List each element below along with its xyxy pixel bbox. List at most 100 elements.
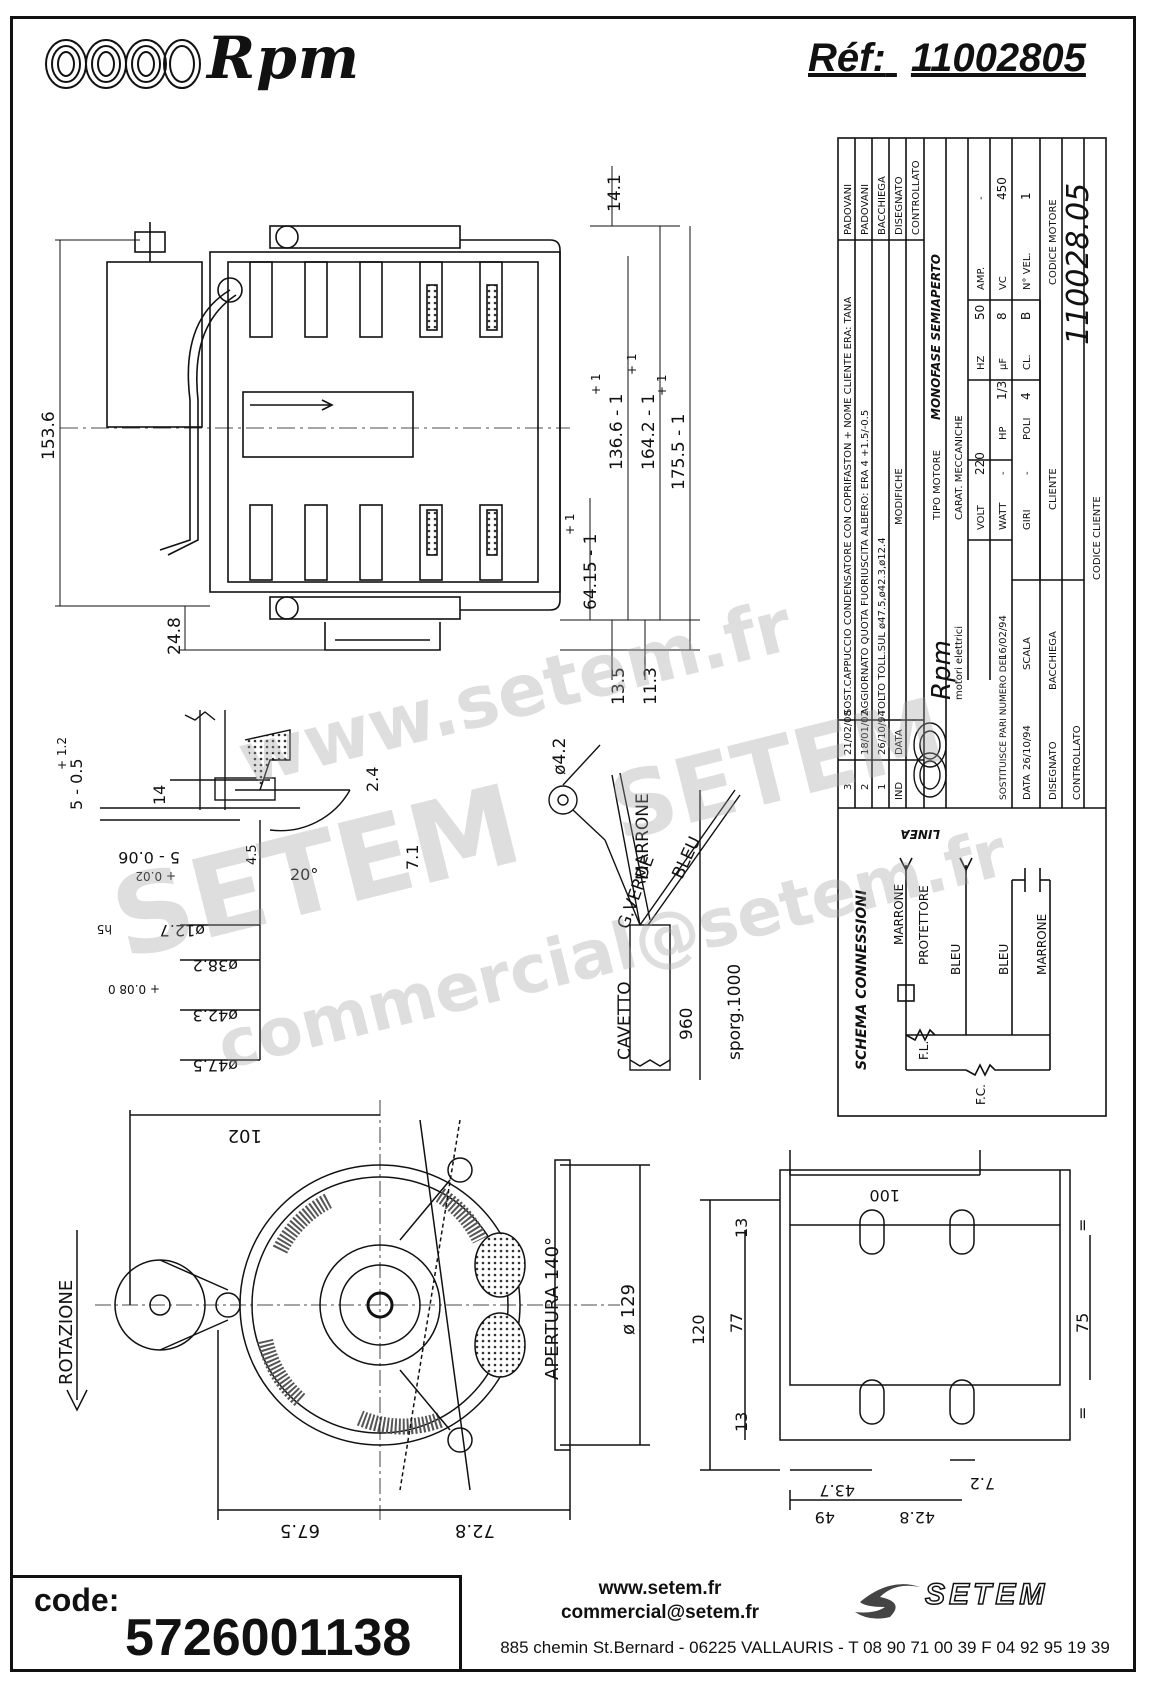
dim-13-top: 13	[732, 1218, 751, 1238]
tb-amp: -	[976, 196, 987, 200]
eq-2: =	[1073, 1407, 1092, 1420]
footer-web[interactable]: www.setem.fr	[598, 1578, 722, 1599]
tb-motori: motori elettrici	[954, 626, 965, 700]
tb-vc: 450	[995, 177, 1009, 200]
bracket-view	[700, 1150, 1091, 1510]
wire-brown: MARRONE	[633, 793, 653, 880]
tb-hdr-mod: MODIFICHE	[894, 468, 905, 525]
dim-175-5: 175.5 - 1	[669, 414, 689, 490]
tb-watt: -	[998, 471, 1009, 475]
dim-shaft-2-4: 2.4	[363, 767, 382, 792]
dim-77: 77	[727, 1313, 746, 1333]
tb-coil-icon	[913, 722, 947, 798]
dim-shaft-4-5: 4.5	[245, 844, 260, 865]
dim-shaft-5: 5 - 0.5	[67, 758, 86, 810]
cable-1000: sporg.1000	[725, 964, 745, 1060]
schema-bleu2: BLEU	[997, 944, 1011, 975]
reference-label: Réf:	[808, 36, 886, 80]
shaft-detail	[100, 710, 351, 1061]
rpm-logo: Rpm	[42, 24, 382, 100]
schema-fl: F.L.	[917, 1041, 931, 1060]
dim-153-6: 153.6	[39, 411, 59, 460]
tb-sostituisce: SOSTITUISCE PARI NUMERO DEL	[999, 655, 1009, 800]
tb-hp: 1/3	[995, 381, 1009, 400]
schema-bleu1: BLEU	[949, 944, 963, 975]
tb-tipo-value: MONOFASE SEMIAPERTO	[929, 254, 943, 420]
dim-13-5: 13.5	[609, 667, 629, 705]
title-block-frame	[837, 137, 1107, 1117]
tb-poli: 4	[1019, 392, 1033, 400]
cable-texts: ø4.2 G.VERDE MARRONE BLEU CAVETTO 960 sp…	[550, 738, 745, 1060]
code-box: code: 5726001138	[10, 1575, 462, 1672]
tb-codice-cliente-label: CODICE CLIENTE	[1092, 496, 1103, 580]
tb-hdr-disegnato: DISEGNATO	[894, 176, 905, 235]
rpm-coil-icon	[45, 39, 201, 89]
code-value: 5726001138	[125, 1609, 412, 1667]
dim-shaft-12-7: ø12.7	[160, 921, 205, 940]
dim-7-2: 7.2	[970, 1474, 995, 1493]
dim-14-1: 14.1	[605, 174, 625, 212]
tb-row3-by: PADOVANI	[843, 184, 854, 235]
tb-nvel-label: N° VEL.	[1022, 252, 1033, 290]
schema-protettore: PROTETTORE	[917, 885, 931, 965]
cable-label: CAVETTO	[615, 981, 635, 1060]
tb-row1-date: 26/10/94	[877, 710, 888, 755]
tb-row2-ind: 2	[860, 784, 871, 790]
tb-cl: B	[1019, 312, 1033, 320]
tb-uf: 8	[995, 312, 1009, 320]
dim-shaft-38-2-tol: + 0.08 0	[108, 982, 160, 996]
dim-shaft-47-5: ø47.5	[193, 1056, 238, 1075]
dim-shaft-5-006-tol: + 0.02	[135, 869, 176, 883]
footer-email[interactable]: commercial@setem.fr	[560, 1602, 760, 1623]
dim-102: 102	[228, 1125, 262, 1146]
setem-logo: SETEM	[850, 1572, 1120, 1622]
side-dimension-texts: 153.6 14.1 136.6 - 1 + 1 164.2 - 1 + 1 1…	[39, 174, 689, 705]
cable-960: 960	[677, 1008, 697, 1040]
dim-11-3: 11.3	[641, 667, 661, 705]
tb-amp-label: AMP.	[976, 267, 987, 290]
tb-uf-label: µF	[998, 358, 1009, 370]
tb-hdr-controllato: CONTROLLATO	[911, 160, 922, 235]
tb-giri-label: GIRI	[1022, 509, 1033, 530]
dim-75: 75	[1073, 1313, 1092, 1333]
reference-value: 11002805	[910, 36, 1086, 80]
dim-64-15: 64.15 - 1	[581, 534, 601, 610]
tb-row3-date: 21/02/08	[843, 710, 854, 755]
schema-linea: LINEA	[900, 827, 940, 841]
cable-detail	[548, 744, 741, 1080]
dim-shaft-7-1: 7.1	[403, 845, 422, 870]
dim-shaft-12-7-tol: h5	[97, 922, 112, 936]
tb-row1-text: TOLTO TOLL.SUL ø47.5,ø42.3,ø12.4	[877, 537, 888, 716]
dim-shaft-42-3: ø42.3	[193, 1006, 238, 1025]
tb-row2-date: 18/01/02	[860, 710, 871, 755]
eq-1: =	[1073, 1219, 1092, 1232]
reference: Réf: 11002805	[808, 36, 1086, 81]
tb-hp-label: HP	[998, 426, 1009, 440]
dim-shaft-angle: 20°	[290, 865, 318, 884]
tb-hdr-data: DATA	[894, 729, 905, 755]
bracket-texts: 100 13 120 77 75 13 43.7 49 42.8 7.2 = =	[689, 1186, 1092, 1527]
connection-scheme	[897, 857, 1051, 1077]
tb-disegnato-value: BACCHIEGA	[1048, 631, 1059, 690]
tb-row3-text: SOST.CAPPUCCIO CONDENSATORE CON COPRIFAS…	[843, 297, 854, 715]
tb-cl-label: CL.	[1022, 354, 1033, 370]
dim-67-5: 67.5	[280, 1520, 320, 1541]
drawing-frame	[10, 16, 1136, 1672]
aperture-label: APERTURA 140°	[542, 1237, 563, 1380]
schema-marrone1: MARRONE	[892, 884, 906, 945]
tb-disegnato-label: DISEGNATO	[1048, 741, 1059, 800]
dim-dia-129: ø 129	[618, 1284, 639, 1335]
rotation-label: ROTAZIONE	[56, 1280, 77, 1385]
shaft-dimension-texts: 5 - 0.5 + 1.2 14 2.4 4.5 7.1 20° 5 - 0.0…	[55, 737, 422, 1075]
setem-logo-text: SETEM	[924, 1577, 1049, 1612]
dim-164-2-tol: + 1	[625, 353, 639, 375]
tb-data-value: 26/10/94	[1022, 725, 1033, 770]
dim-136-6: 136.6 - 1	[607, 394, 627, 470]
tb-giri: -	[1022, 471, 1033, 475]
side-dimension-lines	[55, 166, 700, 680]
tb-carat-label: CARAT. MECCANICHE	[954, 415, 965, 520]
tb-vc-label: VC	[998, 276, 1009, 290]
tb-tipo-label: TIPO MOTORE	[932, 450, 943, 521]
connection-scheme-texts: SCHEMA CONNESSIONI LINEA MARRONE PROTETT…	[854, 827, 1049, 1105]
